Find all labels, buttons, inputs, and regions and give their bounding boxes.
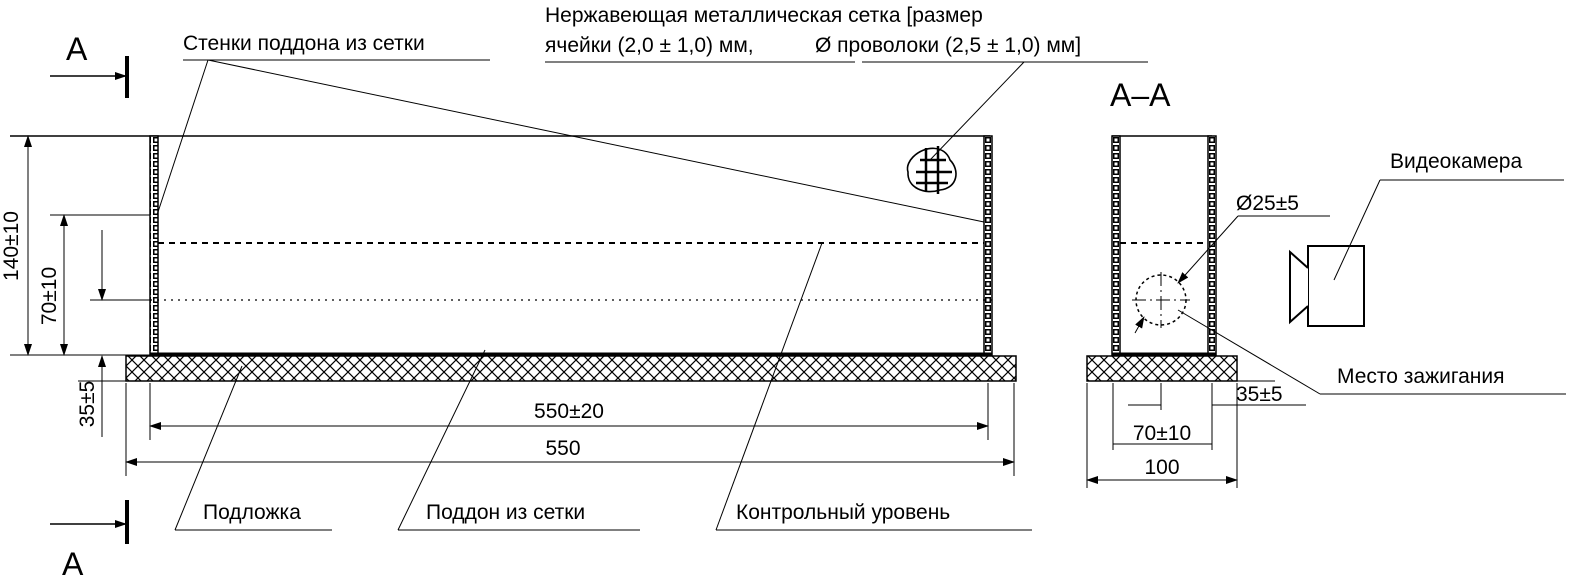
- dim-height-level: 70±10: [38, 214, 68, 356]
- dim-substrate-length: 550: [125, 383, 1015, 476]
- dim-tray-length: 550±20: [149, 383, 989, 440]
- dim-ignition-offset: 70±10: [1112, 383, 1225, 450]
- dim-substrate-thickness: 35±5: [76, 230, 126, 437]
- label-substrate: Подложка: [174, 365, 332, 531]
- label-control-level: Контрольный уровень: [715, 242, 1032, 531]
- section-mark-top: А: [50, 31, 129, 98]
- section-mark-bottom: А: [50, 500, 129, 582]
- front-left-wall: [149, 135, 159, 356]
- dim-tray-length-label: 550±20: [534, 400, 604, 423]
- section-title: А–А: [1110, 77, 1171, 113]
- label-mesh-walls-text: Стенки поддона из сетки: [183, 32, 425, 55]
- dim-substrate-thickness-label: 35±5: [76, 381, 99, 428]
- dim-side-substrate-thickness: 35±5: [1225, 380, 1306, 406]
- label-mesh-walls: Стенки поддона из сетки: [156, 32, 985, 223]
- label-camera: Видеокамера: [1333, 150, 1564, 281]
- front-substrate: [125, 355, 1017, 382]
- mesh-detail-icon: [906, 146, 957, 194]
- ignition-point: [1132, 272, 1190, 328]
- label-ignition-text: Место зажигания: [1337, 365, 1504, 388]
- label-mesh-spec: Нержавеющая металлическая сетка [размер …: [545, 4, 1148, 161]
- dim-side-width-label: 100: [1144, 456, 1179, 479]
- dim-side-width: 100: [1086, 383, 1238, 488]
- dim-height-total: 140±10: [0, 135, 32, 356]
- dim-side-substrate-thickness-label: 35±5: [1236, 383, 1283, 406]
- dim-ignition-offset-label: 70±10: [1133, 422, 1191, 445]
- label-camera-text: Видеокамера: [1390, 150, 1522, 173]
- section-view: А–А Ø25±5: [1086, 77, 1330, 382]
- video-camera-icon: [1289, 245, 1365, 327]
- dim-ignition-diameter-label: Ø25±5: [1236, 192, 1299, 215]
- section-substrate: [1086, 355, 1238, 382]
- section-mark-top-letter: А: [66, 31, 88, 67]
- label-mesh-spec-line2b: Ø проволоки (2,5 ± 1,0) мм]: [815, 34, 1081, 57]
- front-right-wall: [983, 135, 993, 356]
- label-ignition: Место зажигания: [1177, 309, 1566, 395]
- label-mesh-spec-line1: Нержавеющая металлическая сетка [размер: [545, 4, 983, 27]
- section-left-wall: [1111, 135, 1121, 356]
- label-mesh-tray: Поддон из сетки: [397, 349, 640, 531]
- dim-height-level-label: 70±10: [38, 267, 61, 325]
- dim-height-total-label: 140±10: [0, 211, 23, 281]
- label-mesh-tray-text: Поддон из сетки: [426, 501, 585, 524]
- dim-substrate-length-label: 550: [545, 437, 580, 460]
- section-mark-bottom-letter: А: [62, 546, 84, 582]
- front-view: [10, 135, 1017, 382]
- label-control-level-text: Контрольный уровень: [736, 501, 950, 524]
- label-substrate-text: Подложка: [203, 501, 301, 524]
- label-mesh-spec-line2a: ячейки (2,0 ± 1,0) мм,: [545, 34, 754, 57]
